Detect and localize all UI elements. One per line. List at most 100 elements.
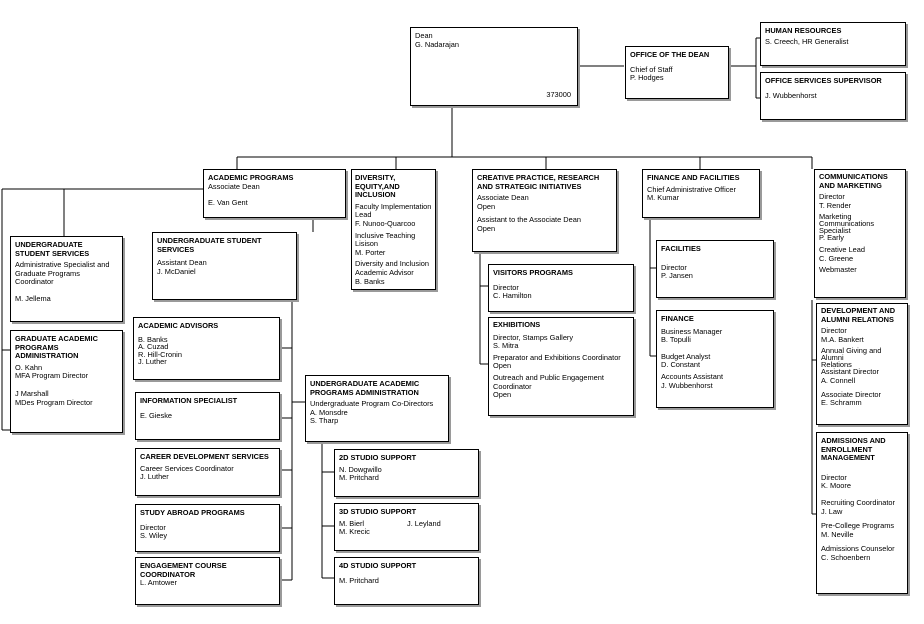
box-line: Creative Lead xyxy=(819,244,866,254)
visitors-programs-box: VISITORS PROGRAMS Director C. Hamilton xyxy=(488,264,634,312)
box-line: M. Porter xyxy=(355,247,386,257)
box-line: Director xyxy=(493,282,519,292)
box-title: ACADEMIC ADVISORS xyxy=(138,321,219,330)
box-line: Open xyxy=(493,390,512,400)
box-line: T. Render xyxy=(819,200,852,210)
box-line: M. Pritchard xyxy=(339,473,379,483)
box-line: J. Leyland xyxy=(407,518,441,528)
engagement-course-box: ENGAGEMENT COURSE COORDINATOR L. Amtower xyxy=(135,557,280,605)
box-line: B. Banks xyxy=(355,276,385,286)
studio-4d-box: 4D STUDIO SUPPORT M. Pritchard xyxy=(334,557,479,605)
box-line: D. Constant xyxy=(661,360,701,370)
box-title: UNDERGRADUATE ACADEMIC PROGRAMS ADMINIST… xyxy=(310,379,420,397)
box-line: M. Pritchard xyxy=(339,575,379,585)
office-of-the-dean-box: OFFICE OF THE DEAN Chief of Staff P. Hod… xyxy=(625,46,729,99)
box-line: P. Jansen xyxy=(661,271,693,281)
graduate-academic-programs-box: GRADUATE ACADEMIC PROGRAMS ADMINISTRATIO… xyxy=(10,330,123,433)
box-line: Director xyxy=(661,262,687,272)
studio-3d-box: 3D STUDIO SUPPORT M. Bierl M. Krecic J. … xyxy=(334,503,479,551)
box-title: CAREER DEVELOPMENT SERVICES xyxy=(140,452,269,461)
box-line: Academic Advisor xyxy=(355,267,414,277)
box-line: R. Hill-Cronin xyxy=(138,349,182,359)
box-line: E. Van Gent xyxy=(208,198,248,208)
box-line: B. Banks xyxy=(138,334,168,344)
box-line: Pre-College Programs xyxy=(821,521,895,531)
box-line: J. Luther xyxy=(140,472,169,482)
box-line: Relations xyxy=(821,360,852,370)
box-line: Business Manager xyxy=(661,326,723,336)
box-line: P. Early xyxy=(819,233,844,243)
box-line: E. Schramm xyxy=(821,398,862,408)
box-line: Communications xyxy=(819,219,875,229)
box-line: B. Topulli xyxy=(661,335,691,345)
box-line: Annual Giving and Alumni xyxy=(821,346,884,363)
box-line: O. Kahn xyxy=(15,362,43,372)
box-line: Webmaster xyxy=(819,265,857,275)
box-title: EXHIBITIONS xyxy=(493,320,541,329)
box-title: OFFICE OF THE DEAN xyxy=(630,50,710,59)
academic-advisors-box: ACADEMIC ADVISORS B. Banks A. Cuzad R. H… xyxy=(133,317,280,380)
box-line: Chief Administrative Officer xyxy=(647,184,736,194)
box-line: N. Dowgwillo xyxy=(339,464,382,474)
box-line: M. Krecic xyxy=(339,527,370,537)
box-title: DIVERSITY, EQUITY,AND INCLUSION xyxy=(355,173,400,200)
information-specialist-box: INFORMATION SPECIALIST E. Gieske xyxy=(135,392,280,440)
box-line: M. Kumar xyxy=(647,193,680,203)
box-line: Diversity and Inclusion xyxy=(355,259,429,269)
box-line: Director xyxy=(821,326,847,336)
box-title: UNDERGRADUATE STUDENT SERVICES xyxy=(15,240,90,258)
box-line: M. Neville xyxy=(821,529,854,539)
dei-box: DIVERSITY, EQUITY,AND INCLUSION Faculty … xyxy=(351,169,436,290)
box-line: Preparator and Exhibitions Coordinator xyxy=(493,352,621,362)
box-line: P. Hodges xyxy=(630,73,664,83)
box-title: ADMISSIONS AND ENROLLMENT MANAGEMENT xyxy=(821,436,886,463)
box-line: Outreach and Public Engagement xyxy=(493,372,604,382)
box-line: Associate Director xyxy=(821,389,881,399)
box-line: Budget Analyst xyxy=(661,351,711,361)
creative-practice-box: CREATIVE PRACTICE, RESEARCH AND STRATEGI… xyxy=(472,169,617,252)
box-line: M.A. Bankert xyxy=(821,334,864,344)
development-alumni-box: DEVELOPMENT AND ALUMNI RELATIONS Directo… xyxy=(816,303,908,425)
box-title: FACILITIES xyxy=(661,244,701,253)
ug-academic-programs-box: UNDERGRADUATE ACADEMIC PROGRAMS ADMINIST… xyxy=(305,375,449,442)
ug-student-services-box: UNDERGRADUATE STUDENT SERVICES Assistant… xyxy=(152,232,297,300)
box-line: A. Monsdre xyxy=(310,407,348,417)
box-line: A. Cuzad xyxy=(138,342,169,352)
box-line: Accounts Assistant xyxy=(661,371,724,381)
box-line: S. Wiley xyxy=(140,531,168,541)
finance-box: FINANCE Business Manager B. Topulli Budg… xyxy=(656,310,774,408)
dean-box: Dean G. Nadarajan 373000 xyxy=(410,27,578,106)
box-title: 2D STUDIO SUPPORT xyxy=(339,453,417,462)
box-line: C. Schoenbern xyxy=(821,552,871,562)
box-line: J. Wubbenhorst xyxy=(661,380,713,390)
box-line: Recruiting Coordinator xyxy=(821,497,895,507)
box-line: Faculty Implementation Lead xyxy=(355,201,434,220)
box-title: OFFICE SERVICES SUPERVISOR xyxy=(765,76,882,85)
box-title: VISITORS PROGRAMS xyxy=(493,268,573,277)
box-line: C. Greene xyxy=(819,253,854,263)
box-line: S. Tharp xyxy=(310,416,339,426)
exhibitions-box: EXHIBITIONS Director, Stamps Gallery S. … xyxy=(488,317,634,416)
box-title: HUMAN RESOURCES xyxy=(765,26,842,35)
box-line: Career Services Coordinator xyxy=(140,463,234,473)
box-line: J Marshall xyxy=(15,388,49,398)
ug-student-services-left-box: UNDERGRADUATE STUDENT SERVICES Administr… xyxy=(10,236,123,322)
box-title: 3D STUDIO SUPPORT xyxy=(339,507,417,516)
academic-programs-box: ACADEMIC PROGRAMS Associate Dean E. Van … xyxy=(203,169,346,218)
dean-name: G. Nadarajan xyxy=(415,39,459,49)
human-resources-box: HUMAN RESOURCES S. Creech, HR Generalist xyxy=(760,22,906,66)
box-line: Director xyxy=(821,472,847,482)
box-title: COMMUNICATIONS AND MARKETING xyxy=(819,172,888,190)
box-title: 4D STUDIO SUPPORT xyxy=(339,561,417,570)
box-line: E. Gieske xyxy=(140,410,173,420)
box-line: Specialist xyxy=(819,226,851,236)
box-line: L. Amtower xyxy=(140,578,177,588)
box-title: ENGAGEMENT COURSE COORDINATOR xyxy=(140,561,227,579)
box-line: Marketing xyxy=(819,212,852,222)
box-line: Open xyxy=(477,223,496,233)
dean-code: 373000 xyxy=(546,90,571,100)
facilities-box: FACILITIES Director P. Jansen xyxy=(656,240,774,298)
box-line: Assistant Dean xyxy=(157,258,207,268)
box-line: C. Hamilton xyxy=(493,291,532,301)
